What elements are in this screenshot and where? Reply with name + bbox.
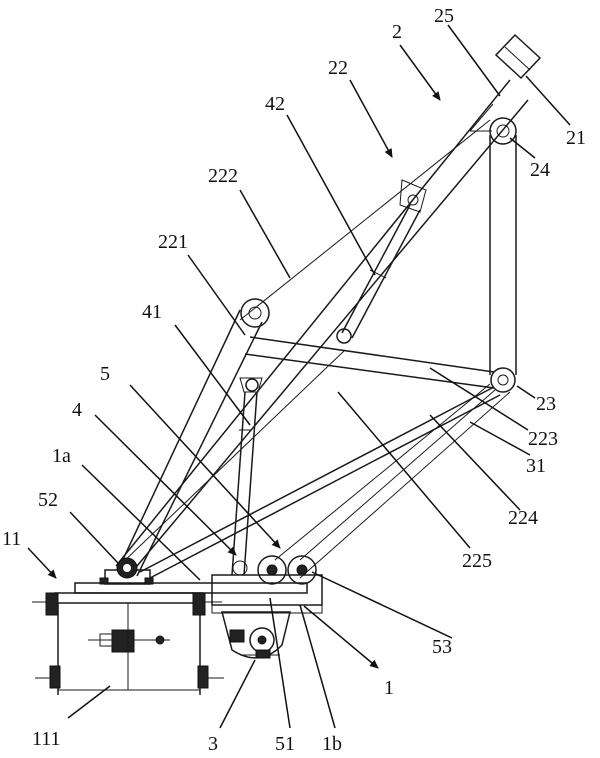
- upper-hydraulic-cylinder: [336, 179, 427, 344]
- leader-lines: [27, 24, 571, 729]
- right-pulley: [490, 367, 516, 393]
- label-4: 4: [72, 399, 82, 421]
- label-222: 222: [208, 165, 238, 187]
- boom-joint: [240, 298, 270, 328]
- platform-pulleys: [232, 555, 317, 585]
- lower-hydraulic-cylinder: [231, 377, 263, 576]
- truss-member-225: [119, 349, 511, 579]
- lower-cable: [274, 383, 496, 561]
- label-3: 3: [208, 733, 218, 755]
- label-221: 221: [158, 231, 188, 253]
- boom-head-block: [494, 33, 542, 80]
- label-53: 53: [432, 636, 452, 658]
- label-1: 1: [384, 677, 394, 699]
- top-pulley: [469, 103, 517, 145]
- chassis-inner-unit: [88, 603, 170, 690]
- label-1b: 1b: [322, 733, 342, 755]
- label-1a: 1a: [52, 445, 71, 467]
- truss-member-223: [244, 336, 495, 389]
- base-pivot-mount: [99, 557, 154, 585]
- label-225: 225: [462, 550, 492, 572]
- label-23: 23: [536, 393, 556, 415]
- label-51: 51: [275, 733, 295, 755]
- vertical-cable: [489, 135, 517, 375]
- label-52: 52: [38, 489, 58, 511]
- label-24: 24: [530, 159, 550, 181]
- label-11: 11: [2, 528, 21, 550]
- drive-motor-assembly: [221, 611, 291, 659]
- label-224: 224: [508, 507, 538, 529]
- label-25: 25: [434, 5, 454, 27]
- label-5: 5: [100, 363, 110, 385]
- truss-member-224: [139, 387, 501, 579]
- link-arm-221: [117, 309, 263, 577]
- reference-labels: 2 25 22 21 42 24 222 221 41 5 23 4 223 3…: [2, 5, 586, 755]
- label-111: 111: [32, 728, 61, 750]
- chassis-frame: [32, 592, 224, 695]
- label-41: 41: [142, 301, 162, 323]
- label-31: 31: [526, 455, 546, 477]
- label-223: 223: [528, 428, 558, 450]
- label-2: 2: [392, 21, 402, 43]
- label-42: 42: [265, 93, 285, 115]
- label-21: 21: [566, 127, 586, 149]
- label-22: 22: [328, 57, 348, 79]
